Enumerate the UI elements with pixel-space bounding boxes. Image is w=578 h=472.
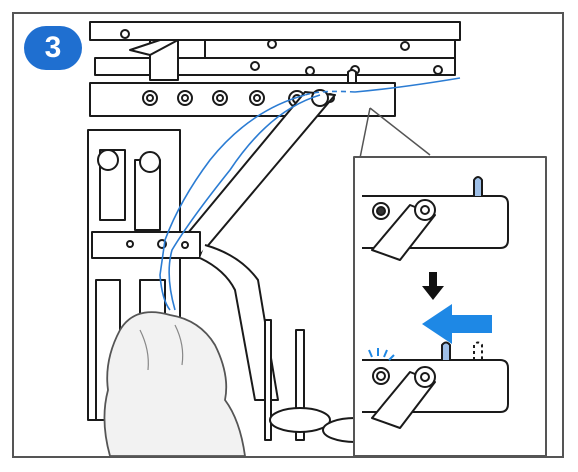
- thread: [159, 77, 461, 311]
- spark-icon: [368, 348, 395, 361]
- lower-lever: [91, 231, 201, 259]
- curved-guide-rod: [199, 244, 279, 401]
- left-arrow-icon: [422, 304, 492, 344]
- thread-guide-bar: [89, 82, 396, 117]
- hand: [103, 311, 246, 456]
- down-arrow-icon: [422, 272, 444, 300]
- step-number-badge: 3: [24, 26, 82, 70]
- upper-frame-rails: [89, 21, 461, 86]
- step-number: 3: [44, 31, 62, 64]
- callout-lines: [359, 107, 431, 159]
